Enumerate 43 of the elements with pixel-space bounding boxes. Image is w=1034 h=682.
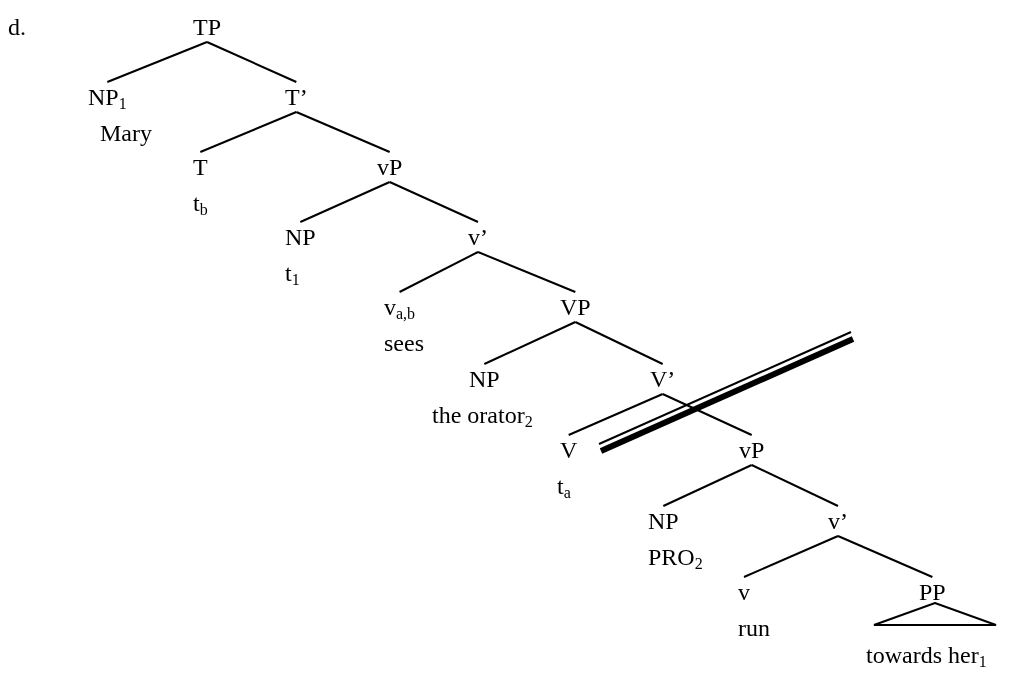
word-label: t$_{b}$	[193, 189, 208, 218]
tree-branch	[837, 535, 934, 578]
word-label: Mary	[100, 119, 152, 148]
category-label: v’	[468, 223, 488, 252]
tree-branch	[574, 321, 664, 365]
word-label: the orator$_{2}$	[432, 401, 533, 430]
word-label: sees	[384, 329, 424, 358]
category-label: V	[560, 436, 578, 465]
category-label: NP	[469, 365, 500, 394]
tree-branch	[299, 181, 391, 223]
tree-branch	[750, 464, 839, 507]
category-label: NP$_{1}$	[88, 83, 127, 112]
category-label: vP	[377, 153, 403, 182]
tree-branch	[398, 251, 479, 293]
category-label: T	[193, 153, 208, 182]
word-label: PRO$_{2}$	[648, 543, 703, 572]
word-label: t$_{1}$	[285, 259, 300, 288]
tree-branch	[106, 41, 208, 83]
tree-branch	[661, 393, 753, 436]
tree-branch	[483, 321, 577, 365]
category-label: v	[738, 578, 750, 607]
category-label: T’	[285, 83, 308, 112]
category-label: v’	[828, 507, 848, 536]
category-label: VP	[560, 293, 591, 322]
tree-branch	[567, 393, 664, 436]
tree-branch	[662, 464, 753, 507]
category-label: V’	[650, 365, 676, 394]
tree-branch	[295, 111, 391, 153]
tree-branch	[388, 181, 479, 223]
category-label: vP	[739, 436, 765, 465]
tree-branch	[199, 111, 298, 153]
category-label: TP	[193, 13, 221, 42]
category-label: NP	[648, 507, 679, 536]
category-label: PP	[919, 578, 946, 607]
tree-branch	[477, 251, 577, 293]
word-label: run	[738, 614, 770, 643]
category-label: NP	[285, 223, 316, 252]
tree-branch	[743, 535, 839, 578]
example-label: d.	[8, 13, 26, 42]
tree-branch	[206, 41, 298, 83]
word-label: t$_{a}$	[557, 472, 571, 501]
word-label: towards her$_{1}$	[866, 641, 987, 670]
category-label: v$_{a,b}$	[384, 293, 416, 322]
